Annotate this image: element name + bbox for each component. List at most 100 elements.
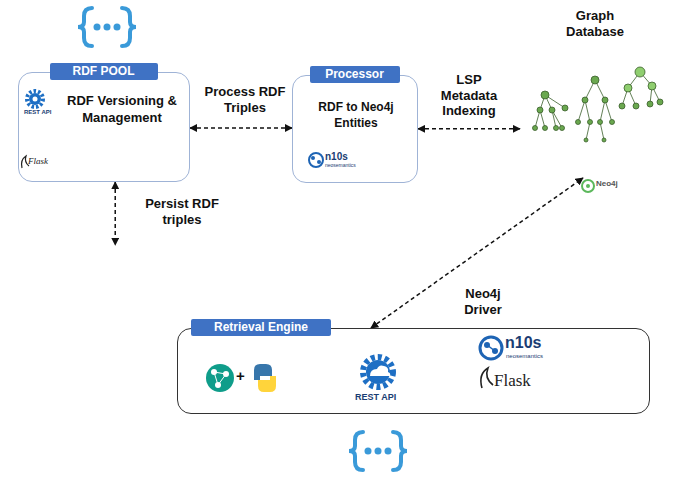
icon-label: Flask	[494, 372, 531, 391]
json-icon	[365, 448, 372, 455]
graph-illustration	[582, 97, 588, 103]
json-icon	[349, 432, 407, 470]
gear-icon	[33, 97, 38, 102]
icon-label: neosemantics	[325, 163, 356, 169]
n10s-logo	[480, 337, 502, 359]
neo4j-python-logo	[206, 364, 234, 392]
graph-illustration	[622, 72, 660, 106]
header-band: Processor	[310, 66, 400, 83]
icon-label: +	[236, 368, 245, 385]
json-icon	[104, 24, 111, 31]
json-icon	[375, 448, 382, 455]
gear-icon	[366, 360, 390, 384]
graph-illustration	[633, 103, 639, 109]
graph-illustration	[648, 82, 656, 90]
icon-label: REST API	[355, 393, 396, 403]
neo4j-logo	[586, 184, 590, 188]
graph-illustration	[549, 107, 555, 113]
graph-illustration	[635, 67, 645, 77]
cylinder-body	[521, 56, 669, 177]
gear-icon	[363, 357, 393, 387]
dashed-connector	[371, 178, 583, 328]
bucket-shape	[62, 245, 136, 313]
neo4j-python-logo	[254, 364, 272, 380]
icon-label: n10s	[325, 151, 348, 162]
bucket-rim	[63, 246, 135, 260]
icon-label: Flask	[28, 157, 48, 167]
database-cylinder: Graph Database	[520, 8, 670, 178]
graph-illustration	[533, 67, 664, 142]
neo4j-python-logo	[206, 364, 276, 392]
cylinder-top	[521, 44, 669, 68]
gear-icon	[27, 91, 43, 107]
neo4j-logo	[582, 180, 594, 192]
graph-illustration	[588, 120, 593, 125]
graph-illustration	[598, 120, 603, 125]
flask-logo	[22, 156, 30, 168]
graph-illustration	[533, 126, 538, 131]
neo4j-python-logo	[258, 376, 276, 392]
edge-label: Neo4j Driver	[450, 286, 516, 317]
json-icon	[385, 448, 392, 455]
bucket-body	[63, 253, 135, 313]
graph-illustration	[576, 120, 581, 125]
n10s-logo	[480, 337, 502, 359]
gear-icon	[363, 357, 393, 387]
n10s-logo	[317, 160, 321, 164]
graph-illustration	[602, 97, 608, 103]
graph-illustration	[584, 138, 588, 142]
graph-illustration	[562, 105, 568, 111]
graph-illustration	[578, 80, 612, 140]
graph-illustration	[560, 126, 565, 131]
json-icon	[349, 432, 363, 470]
json-icon	[78, 8, 92, 46]
header-band: RDF POOL	[50, 63, 158, 80]
icon-label: neosemantics	[506, 353, 543, 360]
graph-illustration	[602, 138, 606, 142]
edge-label: LSP Metadata Indexing	[428, 72, 510, 119]
neo4j-logo	[582, 180, 594, 192]
n10s-logo	[311, 156, 315, 160]
json-icon	[393, 432, 407, 470]
storage-bucket	[62, 245, 136, 313]
gear-icon	[370, 365, 390, 376]
graph-illustration	[657, 99, 663, 105]
gear-icon	[27, 91, 43, 107]
dashed-connector	[418, 128, 520, 130]
graph-illustration	[541, 91, 549, 99]
process-box: Retrieval Engine	[177, 328, 650, 414]
flask-logo	[481, 368, 493, 388]
graph-illustration	[554, 126, 559, 131]
neo4j-python-logo	[223, 371, 229, 377]
icon-label: REST API	[24, 109, 51, 116]
graph-illustration	[647, 101, 653, 107]
dashed-connector	[190, 127, 292, 129]
graph-illustration	[624, 84, 632, 92]
n10s-logo	[492, 348, 498, 354]
database-title: Graph Database	[557, 8, 633, 41]
header-band: Retrieval Engine	[191, 319, 331, 336]
graph-illustration	[619, 103, 625, 109]
n10s-logo	[484, 342, 490, 348]
gear-icon	[29, 93, 41, 105]
n10s-logo	[309, 153, 323, 167]
json-icon	[78, 8, 136, 46]
neo4j-python-logo	[211, 369, 217, 375]
graph-illustration	[543, 126, 548, 131]
n10s-logo	[309, 153, 323, 167]
box-text: RDF to Neo4j Entities	[301, 100, 411, 131]
icon-label: Neo4j	[596, 180, 618, 189]
flask-logo	[481, 368, 493, 388]
dashed-connector	[114, 182, 116, 245]
icon-label: n10s	[505, 334, 541, 352]
graph-illustration	[535, 95, 565, 128]
box-text: RDF Versioning & Management	[57, 93, 187, 127]
neo4j-python-logo	[215, 382, 221, 388]
graph-illustration	[537, 107, 543, 113]
json-icon	[94, 24, 101, 31]
edge-label: Process RDF Triples	[203, 84, 287, 115]
json-icon	[114, 24, 121, 31]
edge-label: Persist RDF triples	[130, 196, 234, 227]
n10s-logo	[487, 345, 495, 351]
graph-illustration	[591, 76, 599, 84]
